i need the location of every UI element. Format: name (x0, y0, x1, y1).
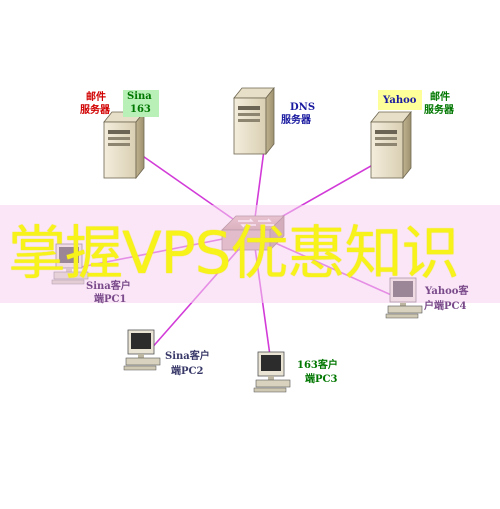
sina-163-tag-bg (123, 90, 159, 117)
watermark-text: 掌握VPS优惠知识 (8, 219, 459, 287)
dns-label-line2: 服务器 (281, 115, 311, 126)
pc4-label-line2: 户端PC4 (424, 301, 467, 312)
client-pc3-icon (253, 351, 291, 393)
pc1-label-line1: Sina客户 (86, 281, 131, 292)
mail-right-label-line1: 邮件 (430, 92, 450, 103)
mail-right-label-line2: 服务器 (424, 105, 454, 116)
pc1-label-line2: 端PC1 (94, 294, 127, 305)
mail-left-tag1: Sina (127, 91, 152, 102)
mail-left-label-line1: 邮件 (86, 92, 106, 103)
pc3-label-line1: 163客户 (297, 360, 338, 371)
pc2-label-line2: 端PC2 (171, 366, 204, 377)
pc3-label-line2: 端PC3 (305, 374, 338, 385)
mail-right-tag: Yahoo (383, 95, 417, 106)
server-dns-icon (233, 86, 275, 156)
pc4-label-line1: Yahoo客 (425, 286, 469, 297)
watermark-band (0, 205, 500, 303)
client-pc2-icon (123, 329, 161, 371)
pc2-label-line1: Sina客户 (165, 351, 210, 362)
mail-left-label-line2: 服务器 (80, 105, 110, 116)
yahoo-tag-bg (378, 90, 422, 110)
server-mail-left-icon (103, 110, 145, 180)
server-mail-right-icon (370, 110, 412, 180)
dns-label-line1: DNS (290, 102, 316, 113)
mail-left-tag2: 163 (130, 104, 151, 115)
